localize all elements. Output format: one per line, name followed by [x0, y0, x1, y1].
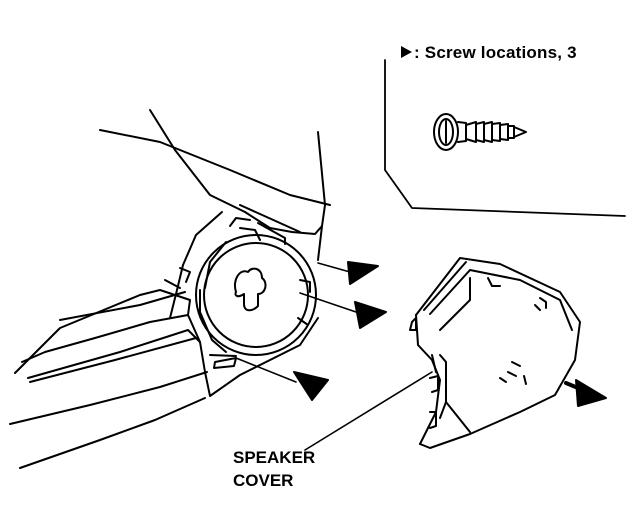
screw-detail-inset	[384, 59, 626, 217]
speaker-cover-label-line-1: SPEAKER	[233, 448, 316, 467]
speaker-mount-slot-icon	[234, 267, 267, 312]
removal-direction-arrow-icon	[564, 379, 607, 407]
speaker-cover-part	[409, 257, 581, 449]
screw-location-marker-icon	[401, 46, 412, 58]
screw-location-arrow	[235, 357, 329, 401]
screw-location-arrow	[299, 292, 387, 329]
legend-text: : Screw locations, 3	[414, 43, 577, 62]
speaker-cover-leader-line	[304, 371, 433, 451]
console-body	[9, 109, 331, 469]
screw-location-legend: : Screw locations, 3	[401, 43, 577, 63]
speaker-cover-label: SPEAKER COVER	[233, 446, 315, 492]
speaker-cover-label-line-2: COVER	[233, 471, 294, 490]
screw-icon	[433, 113, 527, 151]
screw-location-arrow	[317, 261, 379, 285]
